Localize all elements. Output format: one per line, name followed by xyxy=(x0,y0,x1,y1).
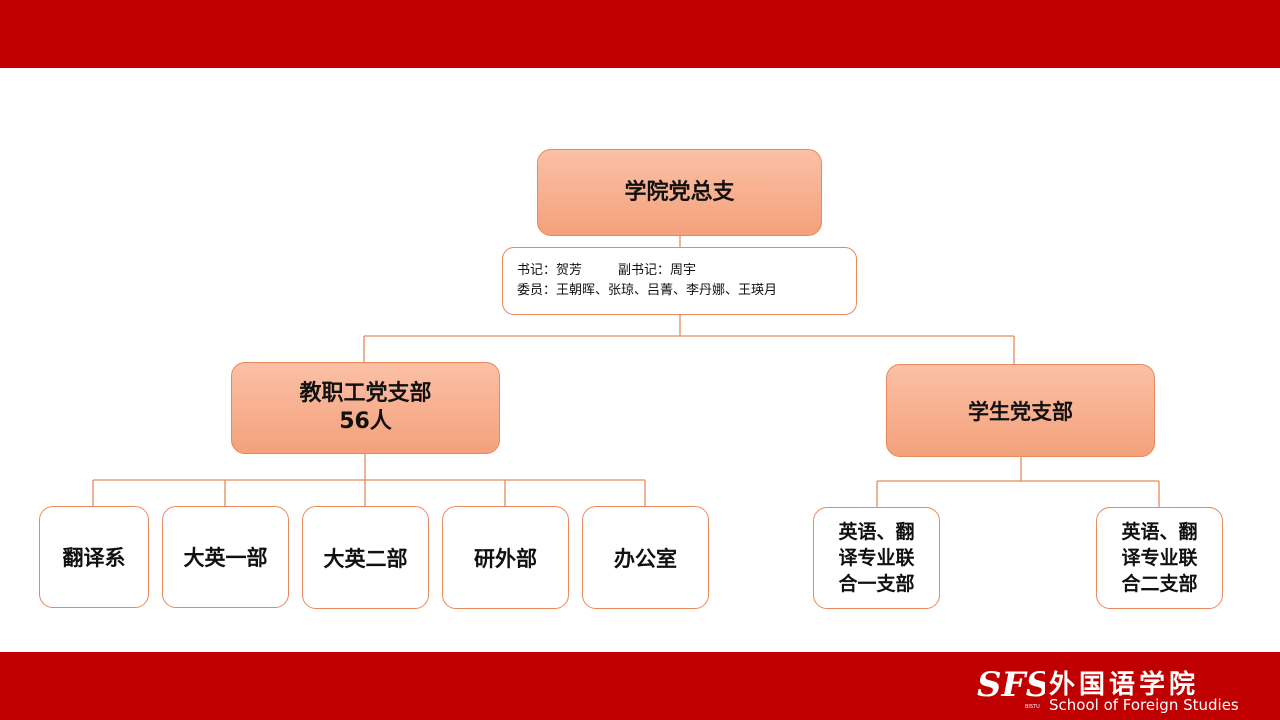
unit-node: 大英一部 xyxy=(162,506,289,608)
student-unit-line: 译专业联 xyxy=(1121,547,1198,569)
branch-staff-count: 56人 xyxy=(339,409,392,434)
unit-label: 大英一部 xyxy=(183,546,268,570)
unit-node: 研外部 xyxy=(442,506,569,609)
student-unit-line: 译专业联 xyxy=(838,547,915,569)
branch-staff: 教职工党支部 56人 xyxy=(231,362,500,454)
logo-abbr: BISTU xyxy=(1025,704,1040,710)
student-unit-node: 英语、翻 译专业联 合一支部 xyxy=(813,507,940,609)
branch-staff-label: 教职工党支部 xyxy=(299,381,432,406)
unit-label: 办公室 xyxy=(614,546,677,571)
top-banner xyxy=(0,0,1280,68)
unit-node: 大英二部 xyxy=(302,506,429,609)
logo-name-cn: 外国语学院 xyxy=(1049,670,1200,700)
unit-node: 翻译系 xyxy=(39,506,149,608)
deputy-secretary-text: 副书记：周宇 xyxy=(618,263,697,278)
school-logo: SFS BISTU 外国语学院 School of Foreign Studie… xyxy=(975,662,1255,714)
student-unit-node: 英语、翻 译专业联 合二支部 xyxy=(1096,507,1223,609)
unit-label: 翻译系 xyxy=(62,546,126,570)
sfs-logo-icon: SFS xyxy=(977,665,1045,705)
logo-name-en: School of Foreign Studies xyxy=(1049,696,1239,714)
unit-label: 研外部 xyxy=(474,546,537,571)
root-node: 学院党总支 xyxy=(537,149,822,236)
student-unit-line: 合二支部 xyxy=(1121,573,1198,595)
student-unit-line: 英语、翻 xyxy=(838,521,915,543)
committee-members-text: 委员：王朝晖、张琼、吕菁、李丹娜、王瑛月 xyxy=(517,283,778,298)
student-unit-line: 合一支部 xyxy=(838,573,915,595)
secretary-text: 书记：贺芳 xyxy=(517,263,583,278)
logo-mark: SFS xyxy=(977,665,1045,705)
unit-label: 大英二部 xyxy=(323,546,408,571)
root-label: 学院党总支 xyxy=(624,179,735,205)
unit-node: 办公室 xyxy=(582,506,709,609)
committee-box: 书记：贺芳 副书记：周宇 委员：王朝晖、张琼、吕菁、李丹娜、王瑛月 xyxy=(502,247,857,315)
branch-students-label: 学生党支部 xyxy=(968,399,1073,424)
bottom-banner xyxy=(0,652,1280,720)
committee-line-1: 书记：贺芳 副书记：周宇 xyxy=(517,261,856,281)
student-unit-line: 英语、翻 xyxy=(1121,521,1198,543)
branch-students: 学生党支部 xyxy=(886,364,1155,457)
